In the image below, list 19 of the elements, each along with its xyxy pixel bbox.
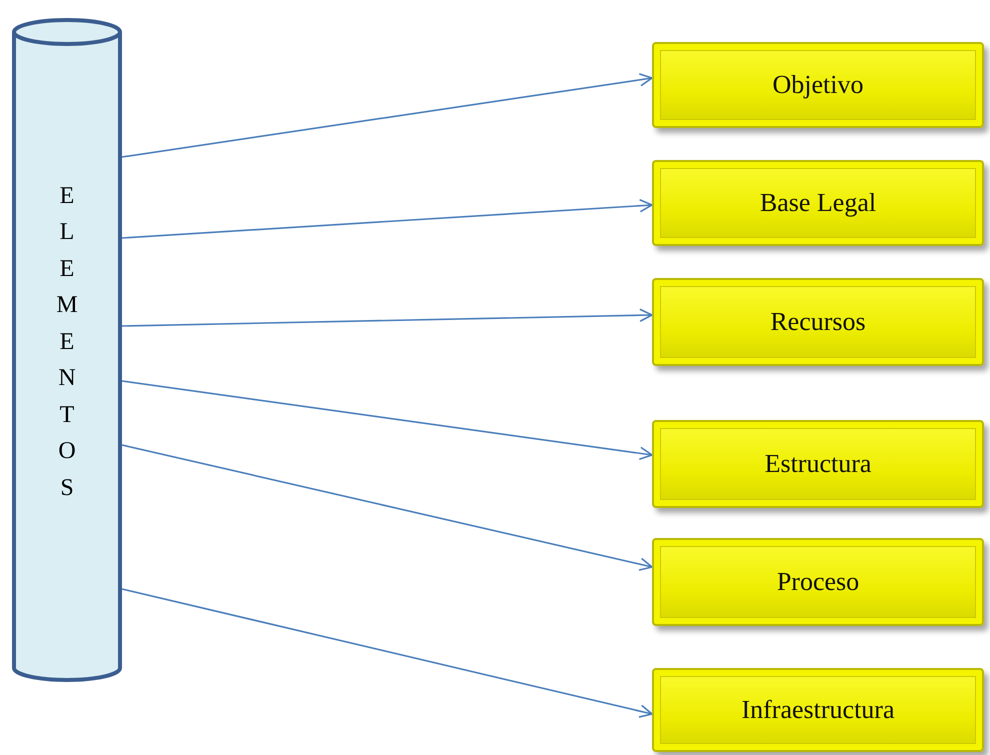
vertical-label: ELEMENTOS [55,182,79,503]
arrow [122,308,653,327]
process-box [652,160,984,246]
box-label: Infraestructura [741,695,895,725]
box-label: Proceso [776,567,860,597]
arrow [122,380,653,460]
box-label: Base Legal [760,188,876,218]
arrow [122,588,653,718]
process-box [652,42,984,128]
process-box [652,420,984,508]
arrow [122,198,653,239]
arrow [122,73,653,158]
box-label: Recursos [770,307,866,337]
box-label: Objetivo [772,70,864,100]
process-box [652,278,984,366]
box-label: Estructura [764,449,872,479]
arrow [122,444,653,571]
process-box [652,668,984,752]
process-box [652,538,984,626]
